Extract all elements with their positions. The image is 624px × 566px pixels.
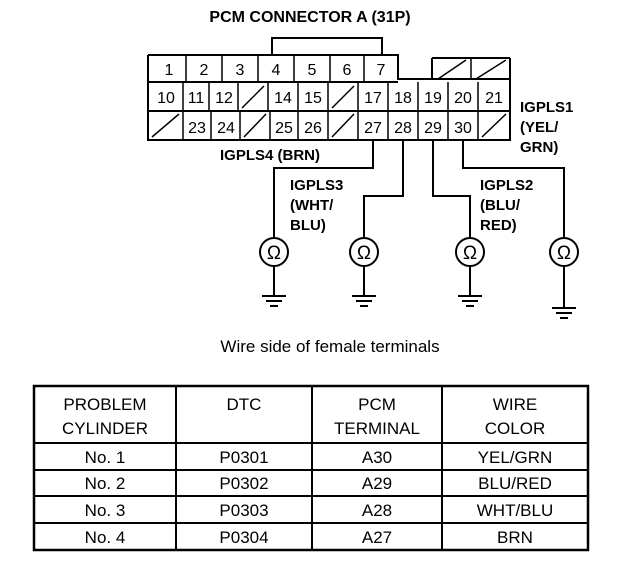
header-pcm-terminal-2: TERMINAL — [334, 419, 420, 438]
pin-29-label: 29 — [424, 120, 442, 137]
pin-4-label: 4 — [272, 62, 281, 79]
pin-23-label: 23 — [188, 120, 206, 137]
pin-row-1 — [185, 55, 507, 82]
igpls1-color-b: GRN) — [520, 139, 558, 156]
ohmmeter-3: Ω — [455, 237, 485, 307]
pin-18-label: 18 — [394, 90, 412, 107]
ohm-icon: Ω — [267, 243, 281, 264]
pin-27-label: 27 — [364, 120, 382, 137]
table-row: No. 3 P0303 A28 WHT/BLU — [85, 501, 554, 520]
cell-dtc: P0304 — [219, 528, 268, 547]
wire-pin-27 — [273, 140, 374, 238]
pin-26-label: 26 — [304, 120, 322, 137]
pin-11-label: 11 — [188, 90, 205, 107]
ohmmeter-2: Ω — [349, 237, 379, 307]
pin-3-label: 3 — [236, 62, 245, 79]
pin-21-label: 21 — [485, 90, 503, 107]
igpls2-color-b: RED) — [480, 217, 517, 234]
pin-5-label: 5 — [308, 62, 317, 79]
dtc-table: PROBLEM CYLINDER DTC PCM TERMINAL WIRE C… — [32, 384, 590, 552]
pin-17-label: 17 — [364, 90, 382, 107]
ground-icon — [552, 266, 576, 319]
table-grid — [32, 384, 590, 552]
cell-wire-color: YEL/GRN — [478, 448, 553, 467]
pin-2-label: 2 — [200, 62, 209, 79]
wire-leads — [273, 140, 565, 238]
ground-icon — [262, 266, 286, 307]
pin-30-label: 30 — [454, 120, 472, 137]
ohm-icon: Ω — [463, 243, 477, 264]
ground-icon — [352, 266, 376, 307]
cell-terminal: A30 — [362, 448, 392, 467]
header-problem-cylinder-2: CYLINDER — [62, 419, 148, 438]
header-wire-color-1: WIRE — [493, 395, 537, 414]
pin-19-label: 19 — [424, 90, 442, 107]
cell-wire-color: BLU/RED — [478, 474, 552, 493]
header-pcm-terminal-1: PCM — [358, 395, 396, 414]
ohmmeter-1: Ω — [259, 237, 289, 307]
igpls1-color-a: (YEL/ — [520, 119, 559, 136]
cell-terminal: A29 — [362, 474, 392, 493]
header-dtc: DTC — [227, 395, 262, 414]
pin-25-label: 25 — [275, 120, 293, 137]
igpls3-color-a: (WHT/ — [290, 197, 334, 214]
table-header: PROBLEM CYLINDER DTC PCM TERMINAL WIRE C… — [62, 395, 545, 438]
cell-terminal: A27 — [362, 528, 392, 547]
igpls4-label: IGPLS4 (BRN) — [220, 147, 320, 164]
cell-dtc: P0302 — [219, 474, 268, 493]
igpls3-color-b: BLU) — [290, 217, 326, 234]
pin-12-label: 12 — [215, 90, 233, 107]
pin-10-label: 10 — [157, 90, 175, 107]
cell-wire-color: BRN — [497, 528, 533, 547]
cell-dtc: P0303 — [219, 501, 268, 520]
header-problem-cylinder-1: PROBLEM — [63, 395, 146, 414]
cell-wire-color: WHT/BLU — [477, 501, 554, 520]
connector-lock-tab — [271, 37, 383, 55]
ground-icon — [458, 266, 482, 307]
cell-cylinder: No. 2 — [85, 474, 126, 493]
pin-labels-row-2: 10 11 12 14 15 17 18 19 20 21 — [157, 90, 503, 107]
pin-6-label: 6 — [343, 62, 352, 79]
diagram-title: PCM CONNECTOR A (31P) — [209, 9, 410, 26]
cell-cylinder: No. 4 — [85, 528, 126, 547]
cell-cylinder: No. 1 — [85, 448, 126, 467]
pin-row-2 — [182, 82, 479, 111]
header-wire-color-2: COLOR — [485, 419, 545, 438]
igpls3-label: IGPLS3 — [290, 177, 343, 194]
igpls2-color-a: (BLU/ — [480, 197, 521, 214]
pin-20-label: 20 — [454, 90, 472, 107]
diagram-caption: Wire side of female terminals — [220, 337, 439, 356]
pin-24-label: 24 — [217, 120, 235, 137]
wire-pin-28 — [363, 140, 404, 238]
pin-labels-row-1: 1 2 3 4 5 6 7 — [165, 62, 386, 79]
wire-pin-29 — [432, 140, 471, 238]
wire-pin-30 — [462, 140, 565, 238]
pin-14-label: 14 — [274, 90, 292, 107]
pin-28-label: 28 — [394, 120, 412, 137]
pin-15-label: 15 — [304, 90, 322, 107]
pin-labels-row-3: 23 24 25 26 27 28 29 30 — [188, 120, 472, 137]
cell-cylinder: No. 3 — [85, 501, 126, 520]
pin-1-label: 1 — [165, 62, 174, 79]
ohm-icon: Ω — [557, 243, 571, 264]
wire-labels: IGPLS1 (YEL/ GRN) IGPLS4 (BRN) IGPLS3 (W… — [220, 99, 573, 234]
pin-7-label: 7 — [377, 62, 386, 79]
cell-dtc: P0301 — [219, 448, 268, 467]
table-row: No. 2 P0302 A29 BLU/RED — [85, 474, 552, 493]
igpls1-label: IGPLS1 — [520, 99, 573, 116]
table-row: No. 4 P0304 A27 BRN — [85, 528, 533, 547]
igpls2-label: IGPLS2 — [480, 177, 533, 194]
ohm-icon: Ω — [357, 243, 371, 264]
pin-row-3 — [151, 111, 507, 140]
ohmmeter-4: Ω — [549, 237, 579, 319]
cell-terminal: A28 — [362, 501, 392, 520]
table-row: No. 1 P0301 A30 YEL/GRN — [85, 448, 553, 467]
